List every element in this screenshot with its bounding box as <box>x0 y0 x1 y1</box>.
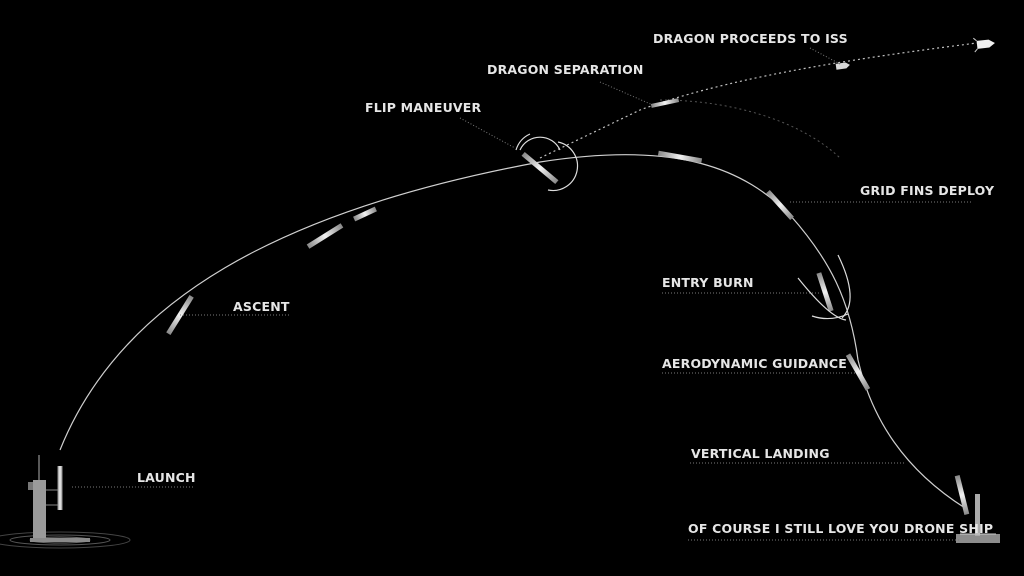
flip-arc <box>519 136 561 151</box>
dragon-capsule-icon <box>835 62 850 70</box>
ascent-label: ASCENT <box>233 299 290 314</box>
rocket-icon <box>816 272 834 312</box>
dragon-capsule-icon <box>973 37 995 53</box>
dragon-proceeds-label: DRAGON PROCEEDS TO ISS <box>653 31 848 46</box>
entry-burn-arc <box>797 277 847 321</box>
drone-ship-icon <box>956 494 1000 543</box>
dragon-separation-label: DRAGON SEPARATION <box>487 62 644 77</box>
entry-burn-label: ENTRY BURN <box>662 275 754 290</box>
rocket-icon <box>306 223 344 249</box>
dragon-path <box>539 41 986 159</box>
drone-ship-label: OF COURSE I STILL LOVE YOU DRONE SHIP <box>688 521 993 536</box>
flip-arc <box>547 141 579 192</box>
launch-label: LAUNCH <box>137 470 196 485</box>
dragon-capsule-icon <box>650 98 680 108</box>
rocket-icon <box>954 474 970 516</box>
rocket-icon <box>57 466 63 510</box>
rocket-icon <box>845 353 871 391</box>
launch-tower-icon <box>0 455 131 549</box>
dragon-fade-path <box>659 99 841 159</box>
entry-burn-arc <box>811 313 849 320</box>
flip-arc <box>515 133 531 151</box>
rocket-icon <box>521 151 559 185</box>
leader-lines <box>72 47 972 541</box>
aerodynamic-guidance-label: AERODYNAMIC GUIDANCE <box>662 356 847 371</box>
grid-fins-deploy-label: GRID FINS DEPLOY <box>860 183 995 198</box>
entry-burn-arc <box>837 254 851 319</box>
rocket-icon <box>353 206 377 222</box>
vertical-landing-label: VERTICAL LANDING <box>691 446 830 461</box>
rocket-icon <box>657 150 703 164</box>
rocket-icon <box>766 189 794 221</box>
flip-maneuver-label: FLIP MANEUVER <box>365 100 482 115</box>
